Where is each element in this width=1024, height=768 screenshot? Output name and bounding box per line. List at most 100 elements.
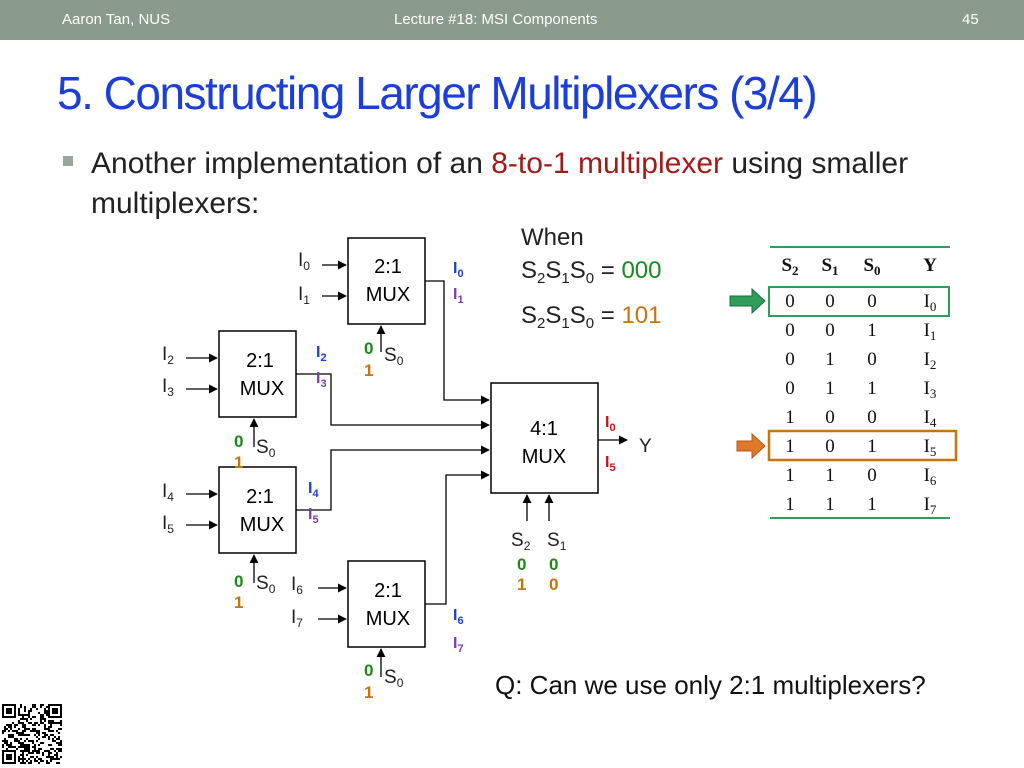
mux-bottom-label: MUX bbox=[366, 608, 410, 630]
arrow-right-green-icon bbox=[729, 287, 766, 315]
truth-table-cell: 0 bbox=[825, 407, 835, 428]
truth-table-cell: I6 bbox=[924, 465, 937, 488]
truth-table-header-cell: S0 bbox=[863, 255, 880, 278]
input-i4: I4 bbox=[162, 481, 174, 504]
value-top-case1: 0 bbox=[364, 339, 373, 358]
truth-table-cell: 0 bbox=[785, 378, 795, 399]
header-author: Aaron Tan, NUS bbox=[62, 11, 171, 28]
question-text: Q: Can we use only 2:1 multiplexers? bbox=[495, 670, 926, 700]
bullet-square-icon bbox=[63, 156, 73, 166]
value-top-case2: 1 bbox=[364, 361, 373, 380]
condition-case1: S2S1S0 = 000 bbox=[521, 257, 661, 287]
out-second-i3: I3 bbox=[316, 370, 327, 390]
truth-table-cell: 1 bbox=[825, 349, 835, 370]
out-third-i4: I4 bbox=[308, 480, 319, 500]
value-third-case2: 1 bbox=[234, 593, 243, 612]
input-i7: I7 bbox=[291, 607, 303, 630]
truth-table-cell: I0 bbox=[924, 291, 937, 314]
condition-case1-value: 000 bbox=[621, 257, 661, 284]
input-i6: I6 bbox=[291, 574, 303, 597]
bullet-text-highlight: 8-to-1 multiplexer bbox=[491, 147, 724, 180]
out-top-i1: I1 bbox=[453, 286, 464, 306]
mux-third: 2:1 MUX bbox=[218, 466, 297, 554]
out-bottom-i6: I6 bbox=[453, 607, 464, 627]
highlight-row-case1 bbox=[768, 286, 950, 317]
select-s0-third: S0 bbox=[256, 573, 276, 596]
output-y-label: Y bbox=[639, 436, 652, 457]
truth-table-cell: 1 bbox=[825, 378, 835, 399]
bullet-text-post: using smaller multiplexers: bbox=[91, 147, 909, 220]
slide-title: 5. Constructing Larger Multiplexers (3/4… bbox=[57, 67, 818, 119]
truth-table-cell: 1 bbox=[785, 407, 795, 428]
mux-second-label: MUX bbox=[240, 378, 284, 400]
truth-table-cell: 1 bbox=[785, 465, 795, 486]
truth-table-cell: 0 bbox=[867, 465, 877, 486]
mux-4to1: 4:1 MUX bbox=[490, 382, 599, 494]
truth-table-cell: 0 bbox=[867, 407, 877, 428]
arrow-right-orange-icon bbox=[736, 432, 766, 460]
truth-table-cell: I7 bbox=[924, 494, 937, 517]
condition-case2: S2S1S0 = 101 bbox=[521, 302, 661, 332]
condition-block: When S2S1S0 = 000 S2S1S0 = 101 bbox=[521, 224, 661, 332]
value-s1-case2: 0 bbox=[549, 575, 558, 594]
truth-table-cell: 0 bbox=[825, 291, 835, 312]
select-s2: S2 bbox=[511, 530, 531, 553]
truth-table-cell: I2 bbox=[924, 349, 937, 372]
truth-table-cell: 1 bbox=[867, 320, 877, 341]
value-third-case1: 0 bbox=[234, 572, 243, 591]
header-lecture: Lecture #18: MSI Components bbox=[394, 11, 598, 28]
mux-4to1-label: MUX bbox=[522, 446, 566, 468]
select-s0-top: S0 bbox=[384, 345, 404, 368]
truth-table-cell: 0 bbox=[825, 320, 835, 341]
value-s2-case2: 1 bbox=[517, 575, 526, 594]
select-s1: S1 bbox=[547, 530, 567, 553]
input-i2: I2 bbox=[162, 344, 174, 367]
mux-top: 2:1 MUX bbox=[347, 237, 426, 325]
mux-second-ratio: 2:1 bbox=[246, 350, 274, 372]
out-4to1-i5: I5 bbox=[605, 454, 616, 474]
truth-table-cell: 0 bbox=[785, 349, 795, 370]
mux-bottom-ratio: 2:1 bbox=[374, 580, 402, 602]
mux-top-label: MUX bbox=[366, 284, 410, 306]
mux-4to1-ratio: 4:1 bbox=[530, 418, 558, 440]
select-s0-bottom: S0 bbox=[384, 667, 404, 690]
truth-table-cell: 1 bbox=[825, 465, 835, 486]
bullet-text-pre: Another implementation of an bbox=[91, 147, 492, 180]
bullet-text: Another implementation of an 8-to-1 mult… bbox=[91, 144, 971, 224]
mux-bottom: 2:1 MUX bbox=[347, 560, 426, 648]
value-s1-case1: 0 bbox=[549, 555, 558, 574]
out-top-i0: I0 bbox=[453, 260, 464, 280]
truth-table-cell: 0 bbox=[867, 349, 877, 370]
truth-table-cell: I5 bbox=[924, 436, 937, 459]
slide-header: Aaron Tan, NUS Lecture #18: MSI Componen… bbox=[0, 0, 1024, 40]
when-label: When bbox=[521, 224, 584, 251]
mux-third-ratio: 2:1 bbox=[246, 486, 274, 508]
mux-second: 2:1 MUX bbox=[218, 330, 297, 418]
highlight-row-case2 bbox=[767, 429, 958, 462]
out-third-i5: I5 bbox=[308, 506, 319, 526]
value-second-case1: 0 bbox=[234, 432, 243, 451]
value-bottom-case1: 0 bbox=[364, 661, 373, 680]
truth-table-cell: I1 bbox=[924, 320, 937, 343]
mux-top-ratio: 2:1 bbox=[374, 256, 402, 278]
truth-table-cell: 0 bbox=[825, 436, 835, 457]
truth-table-cell: 1 bbox=[867, 494, 877, 515]
qr-code-icon bbox=[0, 702, 64, 766]
truth-table-cell: I4 bbox=[924, 407, 937, 430]
select-s0-second: S0 bbox=[256, 437, 276, 460]
truth-table-cell: 1 bbox=[867, 378, 877, 399]
selected-outputs: I0 I1 I2 I3 I4 I5 I6 I7 I0 I5 bbox=[308, 260, 616, 655]
out-bottom-i7: I7 bbox=[453, 635, 464, 655]
truth-table-header-cell: S2 bbox=[781, 255, 798, 278]
input-i5: I5 bbox=[162, 513, 174, 536]
value-s2-case1: 0 bbox=[517, 555, 526, 574]
truth-table-cell: 0 bbox=[785, 291, 795, 312]
truth-table-cell: 1 bbox=[825, 494, 835, 515]
mux-third-label: MUX bbox=[240, 514, 284, 536]
truth-table-cell: 1 bbox=[785, 494, 795, 515]
out-4to1-i0: I0 bbox=[605, 414, 616, 434]
